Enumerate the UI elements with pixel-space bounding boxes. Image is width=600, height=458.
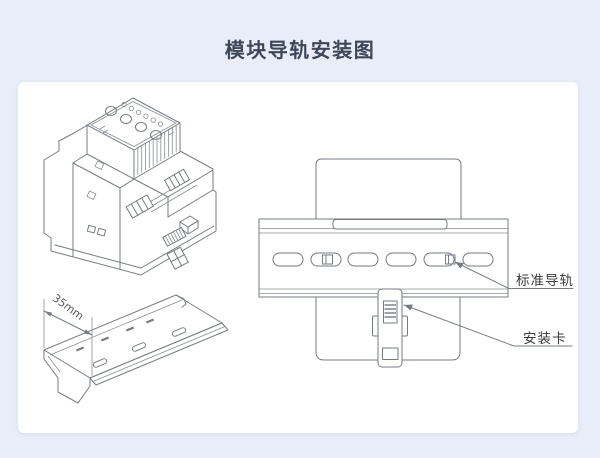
ribbed-connector (162, 226, 187, 247)
connector-block (179, 215, 199, 235)
rail-dimension-label: 35mm (50, 291, 86, 322)
rail-holes (92, 327, 187, 368)
mounting-clip (372, 288, 408, 368)
terminal-screws (99, 101, 175, 140)
module-isometric-drawing (43, 97, 217, 276)
standard-rail-callout: 标准导轨 (454, 261, 574, 289)
terminal-block (125, 194, 154, 219)
leader-line (454, 261, 574, 289)
standard-rail-label: 标准导轨 (516, 273, 574, 288)
vent-slots (137, 125, 177, 175)
diagram-title: 模块导轨安装图 (224, 40, 376, 62)
rail-slot-marks (75, 318, 155, 352)
rail-slots (272, 252, 494, 267)
mounting-clip-label: 安装卡 (523, 331, 567, 346)
leader-line (403, 304, 573, 347)
terminal-block (163, 168, 191, 192)
installation-diagram: 35mm (43, 97, 574, 404)
din-rail-front (258, 218, 509, 298)
din-rail-isometric-drawing: 35mm (43, 291, 229, 404)
front-view-drawing: 标准导轨 安装卡 (258, 158, 574, 368)
mounting-clip-callout: 安装卡 (403, 304, 573, 347)
bottom-clip (166, 246, 189, 270)
module-upper-body (315, 158, 462, 225)
diagram-panel: 35mm (18, 82, 578, 433)
